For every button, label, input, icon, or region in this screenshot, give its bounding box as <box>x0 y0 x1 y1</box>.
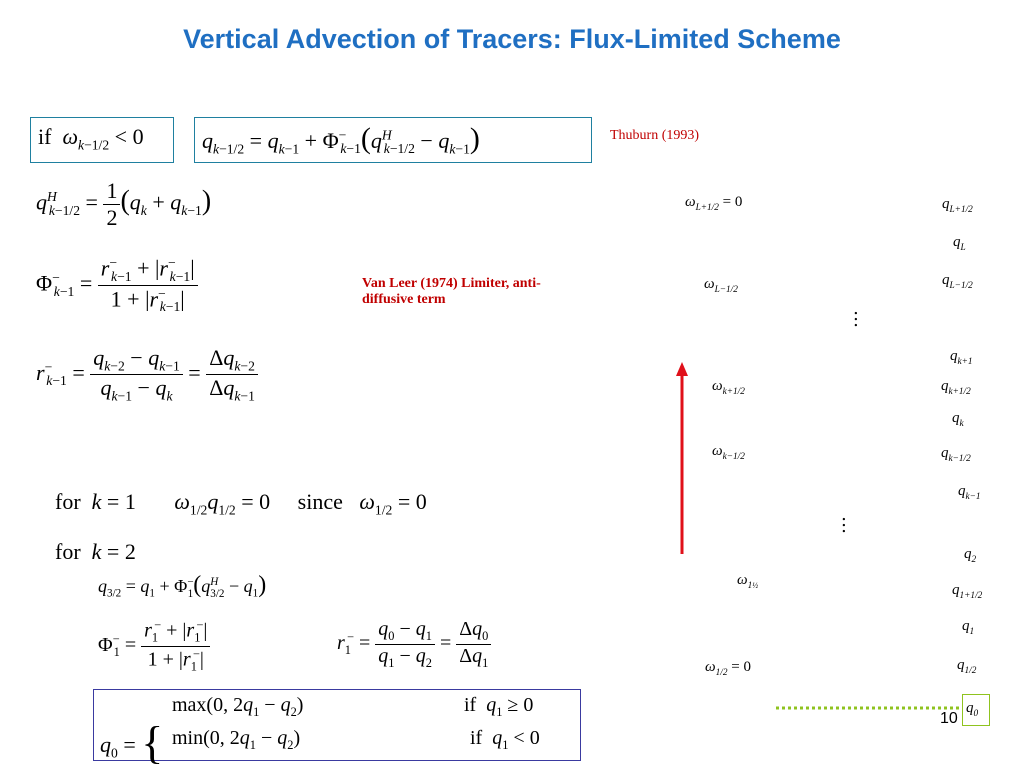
omega-k-plus-half: ωk+1/2 <box>712 378 745 397</box>
van-leer-note: Van Leer (1974) Limiter, anti-diffusive … <box>362 276 541 307</box>
q-L-plus-half: qL+1/2 <box>942 196 973 215</box>
q-k-plus-half: qk+1/2 <box>941 378 971 397</box>
q-L-minus-half: qL−1/2 <box>942 272 973 291</box>
q-0: q0 <box>966 700 979 719</box>
for-k2-line: for k = 2 <box>55 539 136 564</box>
q-2: q2 <box>964 546 977 565</box>
omega-half: ω1/2 = 0 <box>705 659 751 678</box>
q0-lhs: q0 = { <box>100 717 164 768</box>
phi-limiter-equation: Φ−k−1 = r−k−1 + |r−k−1|1 + |r−k−1| <box>36 255 198 315</box>
q-k-plus-1: qk+1 <box>950 348 973 367</box>
omega-L-plus-half: ωL+1/2 = 0 <box>685 194 743 213</box>
q-L: qL <box>953 234 966 253</box>
citation-thuburn: Thuburn (1993) <box>610 128 700 143</box>
page-number: 10 <box>940 710 958 727</box>
if-condition: if ωk−1/2 < 0 <box>38 124 144 153</box>
q-half: q1/2 <box>957 657 977 676</box>
flux-equation: qk−1/2 = qk−1 + Φ−k−1(qHk−1/2 − qk−1) <box>202 122 480 157</box>
q-1: q1 <box>962 618 975 637</box>
q0-case-max: max(0, 2q1 − q2) <box>172 694 304 719</box>
if-condition-box <box>30 117 174 163</box>
q-one-plus-half: q1+1/2 <box>952 582 983 601</box>
flux-equation-box <box>194 117 592 163</box>
q0-cond-max: if q1 ≥ 0 <box>464 694 534 719</box>
q-k-minus-half: qk−1/2 <box>941 445 971 464</box>
slide-title: Vertical Advection of Tracers: Flux-Limi… <box>183 24 841 54</box>
omega-k-minus-half: ωk−1/2 <box>712 443 745 462</box>
omega-L-minus-half: ωL−1/2 <box>704 276 738 295</box>
q32-equation: q3/2 = q1 + Φ−1(qH3/2 − q1) <box>98 572 267 600</box>
q-k-minus-1: qk−1 <box>958 483 981 502</box>
q0-box <box>93 689 581 761</box>
upward-arrow-icon <box>676 362 688 554</box>
dotted-guide-line <box>776 706 962 710</box>
omega-one-and-half: ω1½ <box>737 572 759 591</box>
phi1-equation: Φ−1 = r1− + |r1−|1 + |r1−| <box>98 618 211 674</box>
q0-case-min: min(0, 2q1 − q2) <box>172 727 301 752</box>
for-k1-line: for k = 1 ω1/2q1/2 = 0 since ω1/2 = 0 <box>55 489 427 518</box>
q0-cond-min: if q1 < 0 <box>470 727 540 752</box>
q-k: qk <box>952 410 964 429</box>
q0-label-box <box>962 694 990 726</box>
vertical-ellipsis-bottom: ... <box>841 504 847 537</box>
vertical-ellipsis-top: ... <box>853 298 859 331</box>
